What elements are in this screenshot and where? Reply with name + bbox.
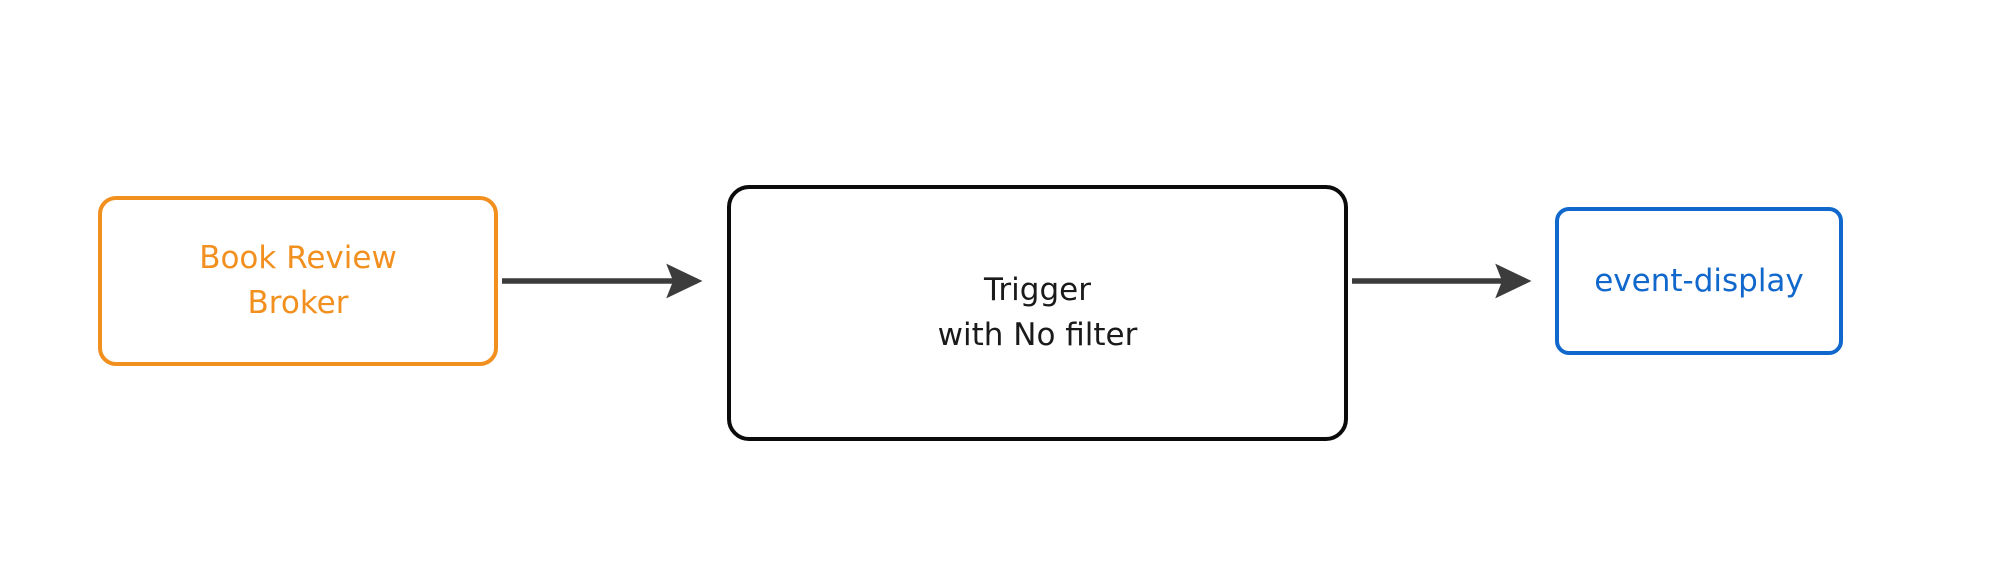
node-event-display-label: event-display [1594, 262, 1804, 299]
node-event-display[interactable]: event-display [1555, 207, 1843, 355]
node-book-review-broker[interactable]: Book Review Broker [98, 196, 498, 366]
node-book-review-broker-label: Book Review Broker [199, 240, 397, 321]
node-trigger-with-no-filter-label: Trigger with No filter [937, 272, 1138, 353]
node-trigger-with-no-filter[interactable]: Trigger with No filter [727, 185, 1348, 441]
